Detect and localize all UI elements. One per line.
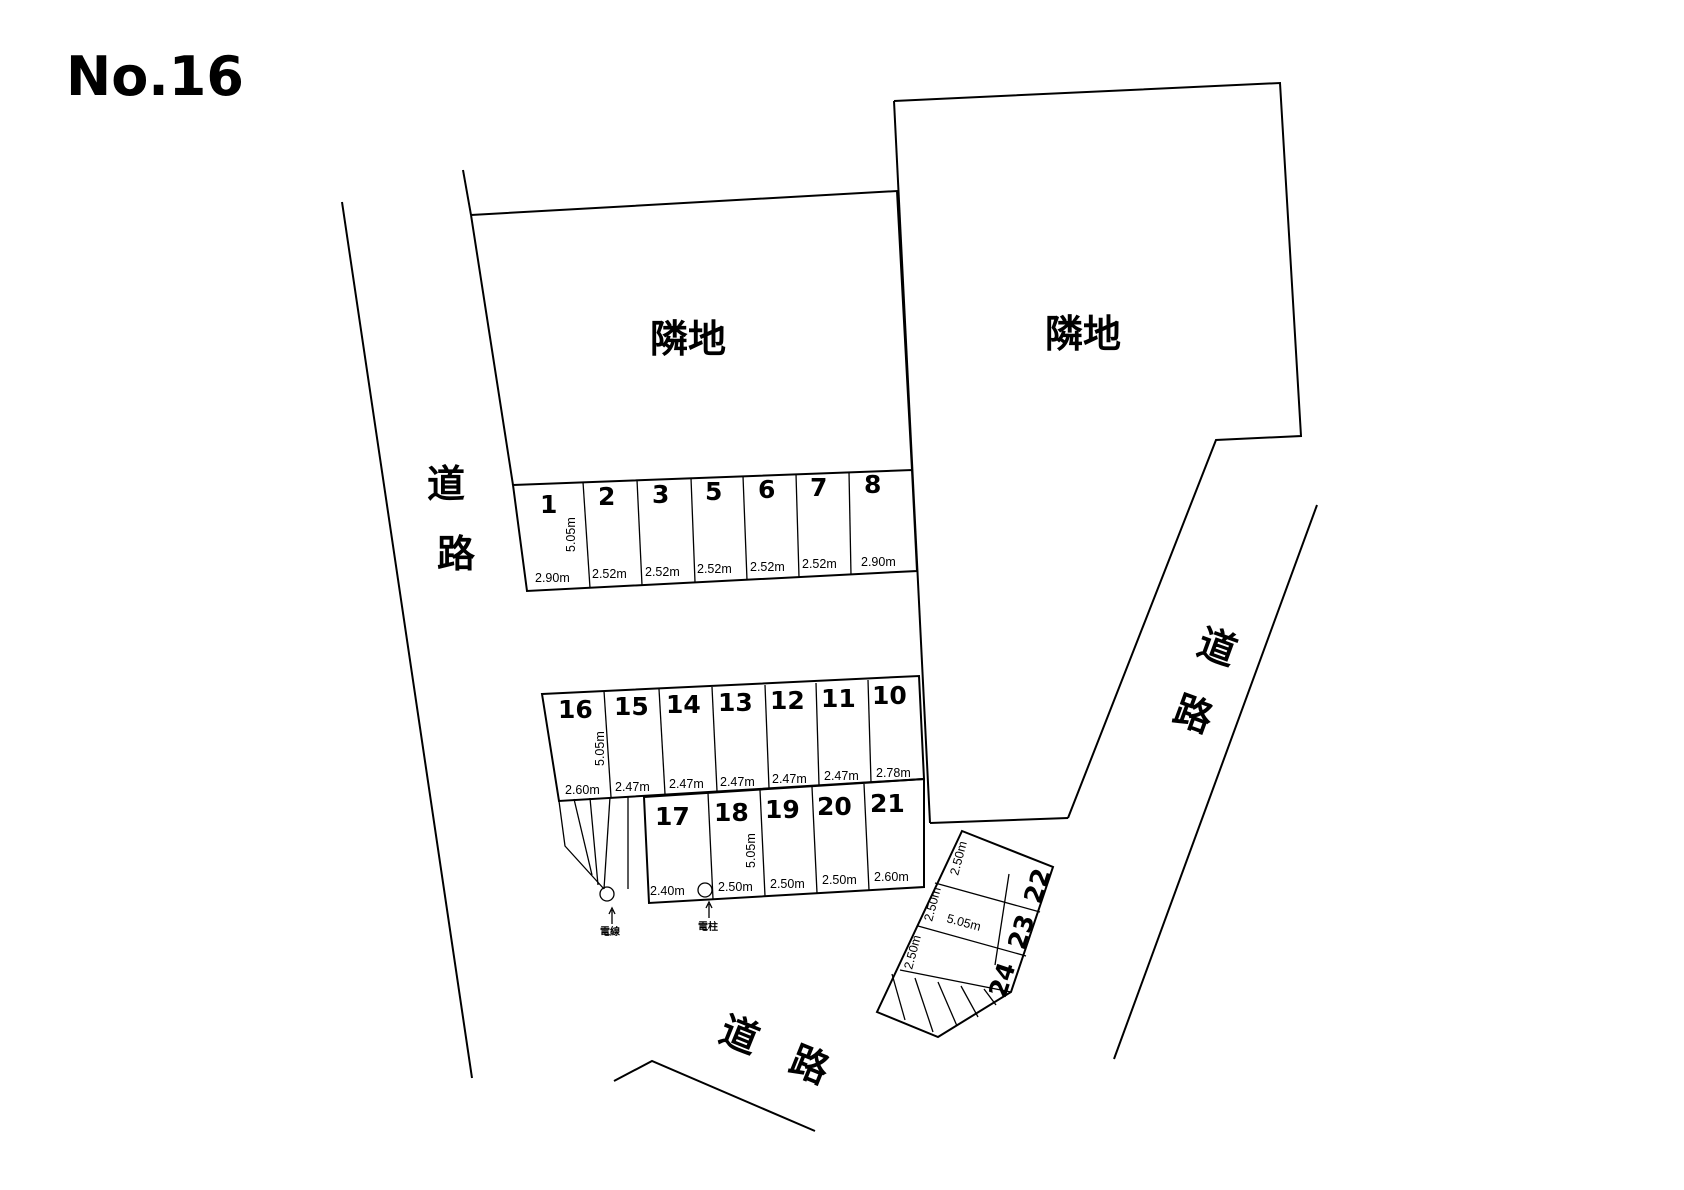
- parking-row-south: [642, 777, 925, 905]
- neighbor-lot-right-west-edge: [893, 100, 931, 824]
- space-width: 2.78m: [876, 766, 911, 780]
- space-width: 2.47m: [720, 775, 755, 789]
- space-depth: 5.05m: [945, 911, 982, 934]
- space-number: 16: [558, 695, 593, 724]
- space-width: 2.90m: [861, 555, 896, 569]
- bottom-road-edge: [613, 1059, 816, 1132]
- space-width: 2.47m: [669, 777, 704, 791]
- left-road-inner-edge: [462, 169, 472, 216]
- right-road-outer-edge: [1113, 504, 1318, 1060]
- svg-text:道: 道: [714, 1008, 766, 1063]
- space-depth: 5.05m: [564, 517, 578, 552]
- svg-text:電線: 電線: [600, 925, 620, 938]
- road-label-left: 道 路: [427, 462, 476, 576]
- space-width: 2.52m: [592, 567, 627, 581]
- neighbor-label-left: 隣地: [650, 317, 726, 361]
- parking-row-north: [511, 468, 919, 593]
- space-number: 1: [540, 490, 557, 519]
- space-width: 2.50m: [921, 886, 944, 923]
- space-width: 2.52m: [750, 560, 785, 574]
- space-depth: 5.05m: [744, 833, 758, 868]
- svg-text:電柱: 電柱: [698, 920, 718, 933]
- neighbor-lot-right-south-edge: [929, 817, 1069, 824]
- space-width: 2.52m: [645, 565, 680, 579]
- space-number: 14: [666, 690, 701, 719]
- road-label-bottom: 道 路: [714, 1008, 837, 1093]
- space-width: 2.52m: [802, 557, 837, 571]
- space-number: 13: [718, 688, 753, 717]
- space-width: 2.60m: [565, 783, 600, 797]
- space-width: 2.50m: [947, 840, 970, 877]
- utility-wire-marker: 電線: [599, 886, 620, 938]
- space-width: 2.52m: [697, 562, 732, 576]
- utility-pole-marker: 電柱: [697, 882, 718, 933]
- space-number: 18: [714, 798, 749, 827]
- neighbor-label-right: 隣地: [1045, 312, 1121, 356]
- space-width: 2.90m: [535, 571, 570, 585]
- parking-row-east: [875, 829, 1055, 1039]
- space-width: 2.50m: [822, 873, 857, 887]
- space-width: 2.47m: [824, 769, 859, 783]
- plan-title: No.16: [66, 45, 244, 108]
- space-number: 10: [872, 681, 907, 710]
- space-number: 24: [983, 959, 1021, 1001]
- space-width: 2.50m: [718, 880, 753, 894]
- space-number: 7: [810, 473, 827, 502]
- left-road-outer-edge: [341, 201, 473, 1079]
- road-label-right: 道 路: [1168, 620, 1243, 742]
- space-width: 2.47m: [615, 780, 650, 794]
- space-number: 3: [652, 480, 669, 509]
- svg-text:道: 道: [427, 462, 465, 506]
- space-width: 2.50m: [770, 877, 805, 891]
- svg-text:道: 道: [1192, 620, 1243, 674]
- space-number: 12: [770, 686, 805, 715]
- space-width: 2.40m: [650, 884, 685, 898]
- space-number: 21: [870, 789, 905, 818]
- space-width: 2.60m: [874, 870, 909, 884]
- space-number: 17: [655, 802, 690, 831]
- space-width: 2.47m: [772, 772, 807, 786]
- svg-text:路: 路: [1168, 687, 1220, 742]
- svg-text:路: 路: [437, 532, 476, 576]
- hatched-area-west: [558, 796, 629, 890]
- neighbor-lot-right: [893, 81, 1303, 819]
- space-number: 11: [821, 684, 856, 713]
- space-number: 19: [765, 795, 800, 824]
- space-number: 2: [598, 482, 615, 511]
- space-number: 8: [864, 470, 881, 499]
- neighbor-lot-left-west-edge: [470, 214, 514, 486]
- space-number: 23: [1002, 911, 1040, 953]
- space-number: 6: [758, 475, 775, 504]
- svg-text:路: 路: [784, 1038, 837, 1093]
- space-number: 15: [614, 692, 649, 721]
- space-number: 5: [705, 477, 722, 506]
- space-number: 20: [817, 792, 852, 821]
- hatched-area-east: [891, 973, 997, 1033]
- space-depth: 5.05m: [593, 731, 607, 766]
- space-width: 2.50m: [901, 934, 924, 971]
